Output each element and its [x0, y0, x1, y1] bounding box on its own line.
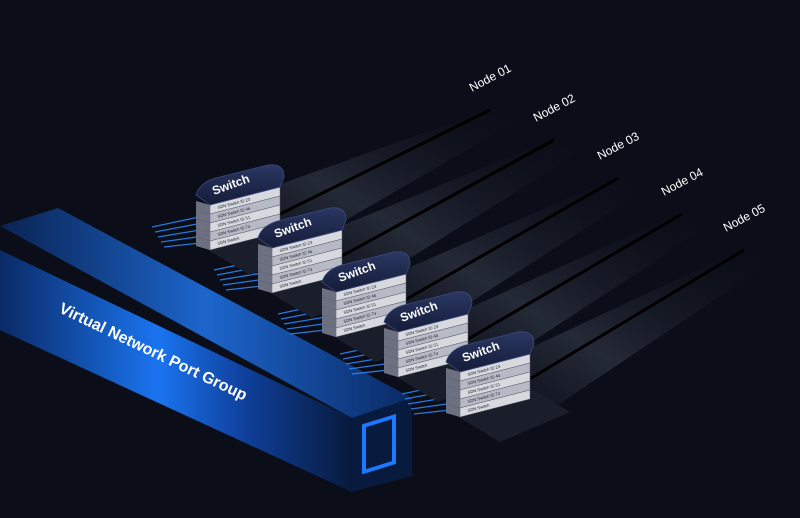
switch-cap	[383, 291, 473, 333]
switch-layer-side	[446, 404, 460, 417]
node-beams	[250, 108, 786, 437]
switch-layer-side	[196, 219, 210, 232]
switch-layer-side	[384, 337, 398, 350]
switch-cap	[321, 251, 411, 293]
node-labels: Node 01 Node 02 Node 03 Node 04 Node 05	[467, 61, 768, 235]
switch-layer-side	[322, 315, 336, 328]
switch-base	[450, 382, 570, 442]
node-label: Node 04	[659, 165, 706, 199]
switch-layer-side	[446, 377, 460, 390]
switch-layer-side	[196, 228, 210, 241]
switch-layer-side	[446, 386, 460, 399]
switch-layer-side	[384, 364, 398, 377]
switch-layer-side	[384, 355, 398, 368]
switch-layer-label: SDN Switch	[217, 235, 241, 246]
node-link	[507, 248, 745, 394]
switch-layer-side	[322, 324, 336, 337]
node-beam	[500, 252, 786, 437]
switch-layer-side	[446, 368, 460, 381]
node-label: Node 01	[467, 61, 514, 95]
switch-layer-label: SDN Switch	[279, 278, 303, 289]
switch-layer-side	[258, 244, 272, 257]
switch-layer-side	[384, 328, 398, 341]
node-label: Node 05	[721, 201, 768, 235]
node-label: Node 03	[595, 129, 642, 163]
switch-layer-side	[322, 288, 336, 301]
switch-cap	[445, 331, 535, 373]
node-label: Node 02	[531, 91, 578, 125]
switch-layer-side	[384, 346, 398, 359]
switch-cap	[195, 164, 285, 206]
switch-layer-side	[196, 237, 210, 250]
node-link	[257, 108, 491, 227]
switch-cap	[257, 207, 347, 249]
switch-layer-side	[322, 306, 336, 319]
switch-layer-side	[446, 395, 460, 408]
switch-layer-label: SDN Switch	[405, 362, 429, 373]
switch-layer-side	[322, 297, 336, 310]
switch-layer-side	[258, 271, 272, 284]
switch-layer-side	[196, 210, 210, 223]
switch-layer-label: SDN Switch	[343, 322, 367, 333]
switch-layer-side	[258, 253, 272, 266]
switch-layer-side	[258, 280, 272, 293]
node-link	[319, 138, 555, 270]
switch-layer-side	[196, 201, 210, 214]
switch-layer-label: SDN Switch	[467, 402, 491, 413]
node-link	[445, 212, 683, 354]
switch-layer-side	[258, 262, 272, 275]
node-link	[383, 176, 619, 314]
